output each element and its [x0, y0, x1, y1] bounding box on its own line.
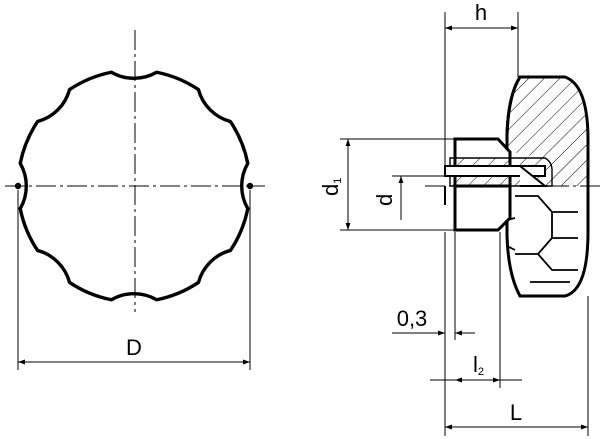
label-d: d: [372, 194, 397, 206]
hub-lower: [453, 184, 512, 232]
label-h: h: [475, 0, 487, 25]
knob-section-edge: [505, 76, 522, 137]
front-view: D: [5, 30, 265, 370]
side-view: h d1 d 0,3 l2 L: [318, 0, 600, 436]
knob-section-hatched: [507, 77, 588, 186]
diameter-point-right: [246, 182, 254, 190]
scalloped-knob-outline: [18, 70, 250, 302]
label-offset: 0,3: [397, 306, 428, 331]
label-d1: d1: [318, 178, 344, 196]
threaded-insert: [444, 165, 546, 177]
label-L: L: [510, 400, 522, 425]
label-l2: l2: [473, 352, 484, 378]
label-D: D: [126, 335, 142, 360]
diameter-point-left: [14, 182, 22, 190]
